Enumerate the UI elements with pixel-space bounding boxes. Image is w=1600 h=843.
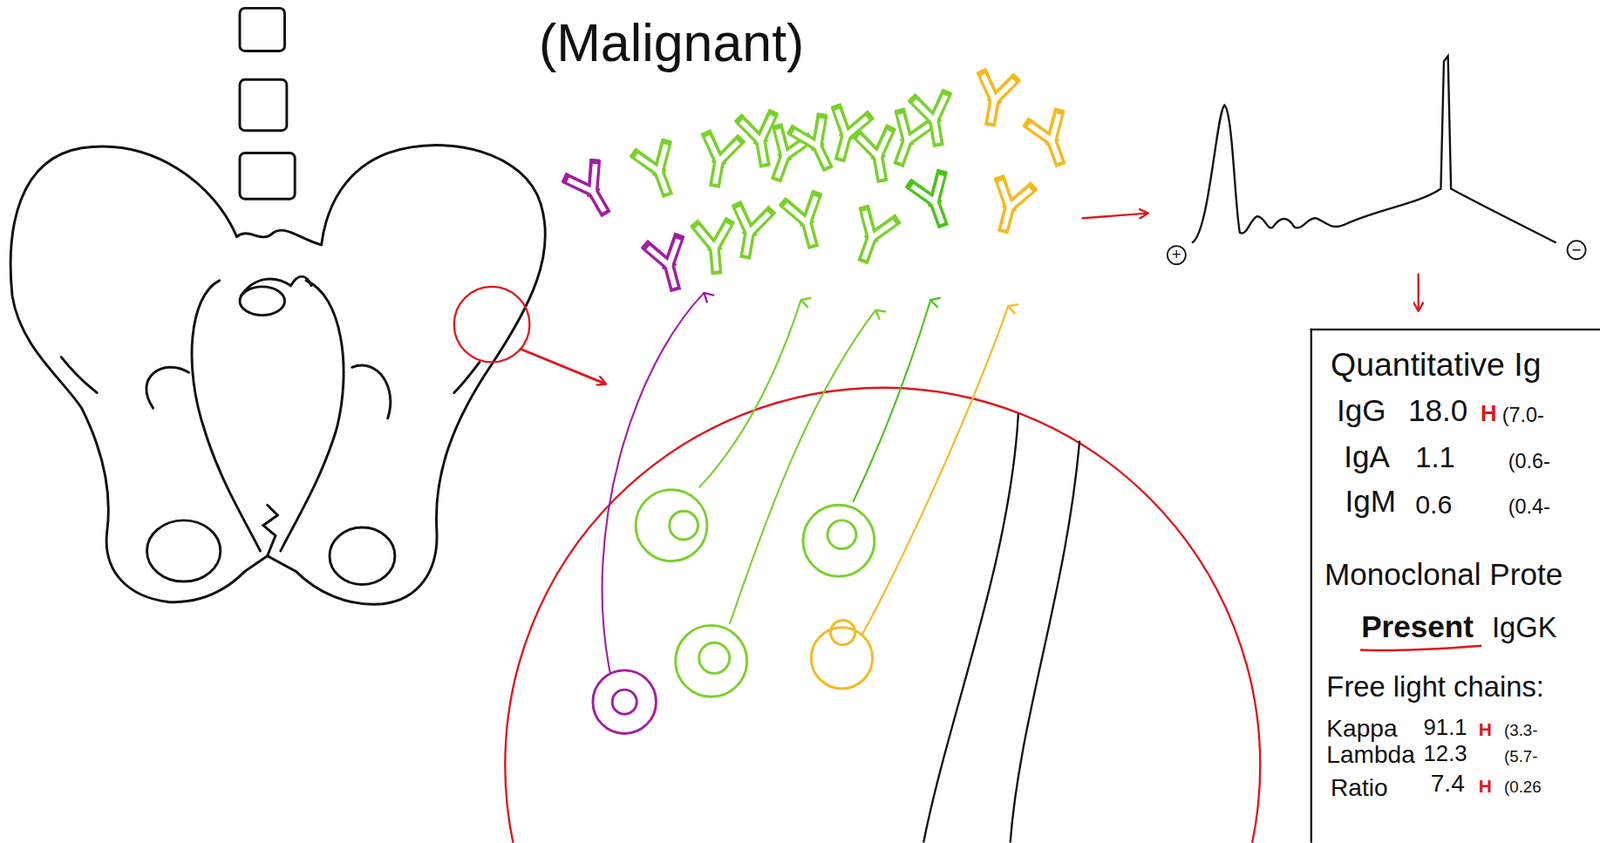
result-text: H: [1480, 402, 1498, 426]
result-text: (7.0-: [1502, 405, 1545, 426]
antibody: [914, 95, 954, 146]
plasma-cell: [592, 670, 657, 735]
electrode-sign: +: [1166, 246, 1187, 264]
secretion-arrow: [862, 306, 1008, 635]
result-text: (0.4-: [1508, 496, 1551, 517]
result-text: Lambda: [1326, 742, 1416, 768]
cathode-symbol: −: [1565, 239, 1587, 260]
heading-note: (Malignant): [538, 16, 804, 70]
result-text: 1.1: [1415, 443, 1456, 473]
sacrum: [240, 276, 312, 296]
antibody: [697, 224, 732, 272]
result-text: IgG: [1336, 395, 1387, 427]
secretion-arrow: [602, 292, 705, 675]
spep-arrow: [1081, 213, 1147, 219]
result-text: (0.26: [1504, 779, 1542, 797]
cell-nucleus: [669, 510, 699, 540]
antibody: [568, 164, 618, 219]
pelvis: [10, 145, 545, 606]
marrow-magnified: [504, 388, 1260, 843]
cell-nucleus: [827, 520, 857, 550]
antibody: [700, 136, 739, 186]
pelvic-brim: [280, 280, 344, 552]
result-text: Monoclonal Prote: [1324, 558, 1563, 590]
antibodies: [568, 74, 1075, 291]
vertebra: [239, 153, 295, 200]
sacrum-top: [237, 230, 322, 246]
result-text: 0.6: [1415, 490, 1452, 517]
plasma-cell: [675, 625, 748, 697]
result-text: H: [1478, 777, 1492, 797]
cell-nucleus: [699, 642, 730, 674]
result-text: 12.3: [1423, 742, 1468, 766]
result-text: IgA: [1343, 442, 1390, 473]
results-arrow: [1417, 273, 1420, 311]
antibody: [885, 114, 930, 167]
result-text: (0.6-: [1508, 450, 1551, 471]
symphysis: [263, 504, 278, 557]
cell-nucleus: [612, 689, 637, 715]
obturator-foramen: [329, 527, 395, 586]
electrophoresis-curve: [1191, 55, 1557, 243]
cell-nucleus: [830, 620, 856, 646]
biopsy-site: [454, 286, 531, 363]
antibody: [793, 118, 841, 173]
lab-results-box: Quantitative IgIgG18.0H(7.0-IgA1.1(0.6-I…: [1310, 328, 1600, 843]
present-underline: [1360, 646, 1482, 651]
result-text: 91.1: [1423, 716, 1468, 740]
acetabulum: [352, 365, 391, 419]
magnify-arrow: [520, 348, 606, 384]
pelvis-outline: [10, 145, 545, 606]
obturator-foramen: [147, 520, 221, 582]
vertebra: [239, 79, 287, 131]
antibody: [636, 144, 681, 198]
result-text: H: [1478, 720, 1492, 739]
antibody: [849, 211, 894, 264]
sacral-foramen: [239, 286, 285, 316]
antibody: [858, 131, 898, 182]
plasma-cell: [810, 627, 872, 689]
result-text: Ratio: [1330, 776, 1389, 801]
result-text: Kappa: [1326, 716, 1397, 742]
result-text: Quantitative Ig: [1330, 347, 1541, 381]
antibody: [912, 175, 957, 228]
result-text: 7.4: [1430, 771, 1465, 797]
trabecula: [1010, 441, 1081, 843]
ilium-line: [454, 361, 480, 393]
antibody: [975, 74, 1015, 125]
acetabulum: [146, 367, 190, 409]
anode-symbol: +: [1166, 245, 1187, 266]
antibody: [1029, 114, 1075, 167]
secretion-arrow: [729, 310, 876, 625]
secretion-arrow: [852, 299, 931, 503]
ilium-line: [61, 357, 97, 394]
secretion-arrow: [699, 299, 802, 488]
pelvic-brim: [191, 280, 260, 552]
result-text: Free light chains:: [1326, 673, 1545, 702]
plasma-cell: [803, 504, 875, 577]
plasma-cell: [635, 490, 708, 562]
antibody: [730, 207, 770, 258]
antibody: [742, 115, 781, 166]
result-text: (3.3-: [1504, 721, 1539, 739]
spine: [239, 7, 295, 199]
result-text: IgGK: [1491, 613, 1558, 643]
result-text: Present: [1361, 612, 1474, 643]
result-text: (5.7-: [1504, 748, 1539, 766]
result-text: 18.0: [1408, 395, 1468, 427]
vertebra: [239, 7, 285, 51]
electrode-sign: −: [1565, 241, 1587, 259]
secretion-arrows: [602, 292, 1009, 675]
result-text: IgM: [1344, 486, 1396, 518]
antibody: [648, 239, 690, 292]
antibody: [786, 197, 828, 249]
antibody: [988, 181, 1030, 233]
